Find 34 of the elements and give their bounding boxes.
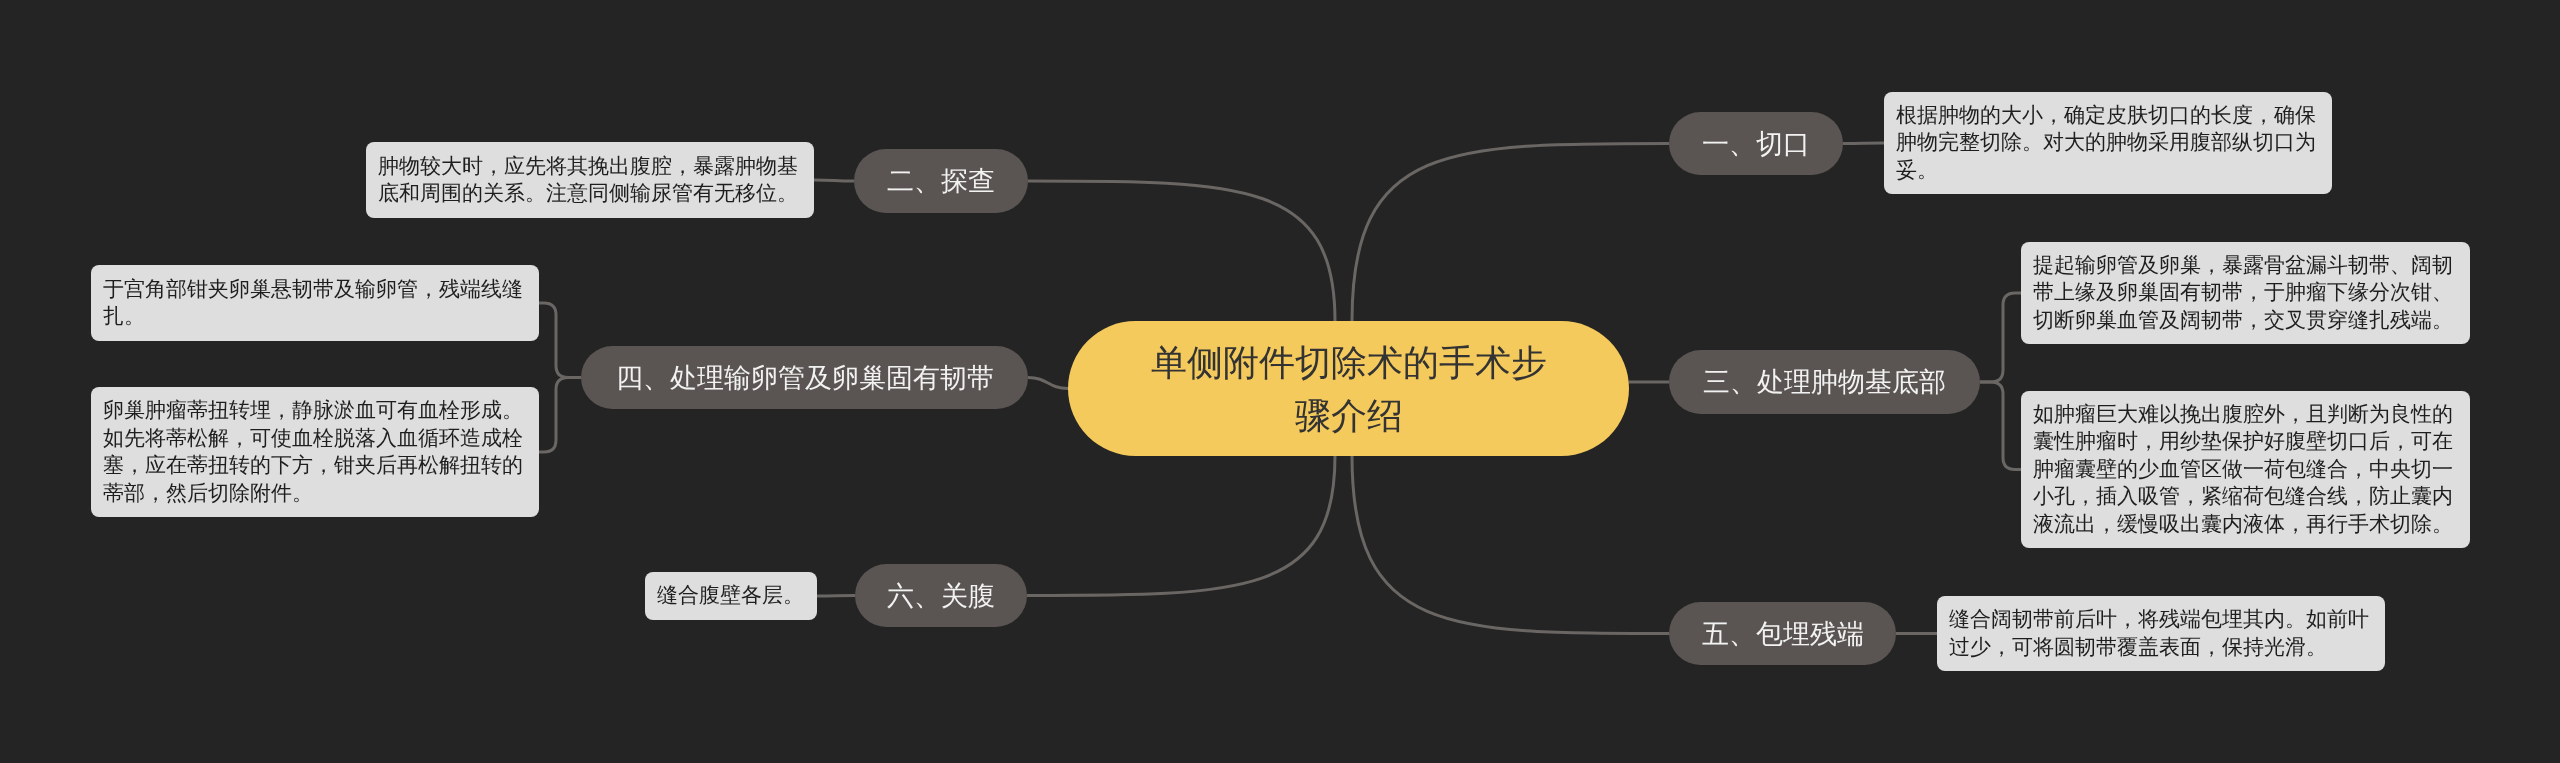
note-card: [366, 142, 814, 218]
topic-text: 四、处理输卵管及卵巢固有韧带: [615, 360, 994, 395]
note-text: 提起输卵管及卵巢，暴露骨盆漏斗韧带、阔韧带上缘及卵巢固有韧带，于肿瘤下缘分次钳、切断卵巢血管及阔韧带，交叉贯穿缝扎残端。: [2033, 251, 2454, 334]
branch-line: [1027, 376, 1069, 390]
note-text: 缝合腹壁各层。: [657, 582, 804, 610]
note-text: 于宫角部钳夹卵巢悬韧带及输卵管，残端线缝扎。: [103, 275, 524, 330]
note-card: [91, 387, 539, 517]
branch-line: [1980, 380, 2021, 471]
branch-line: [1843, 141, 1884, 145]
note-card: [2021, 391, 2470, 548]
note-text: 缝合阔韧带前后叶，将残端包埋其内。如前叶过少，可将圆韧带覆盖表面，保持光滑。: [1949, 606, 2370, 661]
branch-line: [1027, 455, 1337, 597]
note-card: [645, 572, 817, 620]
branch-line: [1350, 455, 1669, 635]
note-card: [2021, 242, 2470, 344]
branch-line: [1629, 380, 1669, 384]
topic-text: 五、包埋残端: [1701, 616, 1864, 651]
branch-line: [1896, 632, 1937, 635]
central-topic-text: 单侧附件切除术的手术步骤介绍: [1149, 340, 1548, 438]
note-text: 卵巢肿瘤蒂扭转埋，静脉淤血可有血栓形成。如先将蒂松解，可使血栓脱落入血循环造成栓塞，应在蒂扭转的下方，钳夹后再松解扭转的蒂部，然后切除附件。: [103, 397, 524, 507]
note-text: 肿物较大时，应先将其挽出腹腔，暴露肿物基底和周围的关系。注意同侧输尿管有无移位。: [378, 152, 799, 207]
note-card: [1937, 596, 2385, 671]
branch-line: [1350, 142, 1669, 322]
branch-line: [1028, 179, 1337, 322]
topic-text: 六、关腹: [887, 578, 995, 613]
topic-text: 三、处理肿物基底部: [1703, 365, 1946, 399]
note-card: [1884, 92, 2332, 194]
topic-text: 二、探查: [887, 164, 995, 198]
note-text: 根据肿物的大小，确定皮肤切口的长度，确保肿物完整切除。对大的肿物采用腹部纵切口为妥。: [1896, 101, 2317, 184]
topic-text: 一、切口: [1702, 126, 1810, 161]
branch-line: [814, 178, 854, 183]
note-text: 如肿瘤巨大难以挽出腹腔外，且判断为良性的囊性肿瘤时，用纱垫保护好腹壁切口后，可在肿瘤囊壁的少血管区做一荷包缝合，中央切一小孔，插入吸管，紧缩荷包缝合线，防止囊内液流出，缓慢吸出囊内液体，再行手术切除。: [2033, 400, 2454, 538]
note-card: [91, 265, 539, 341]
branch-line: [817, 594, 855, 598]
